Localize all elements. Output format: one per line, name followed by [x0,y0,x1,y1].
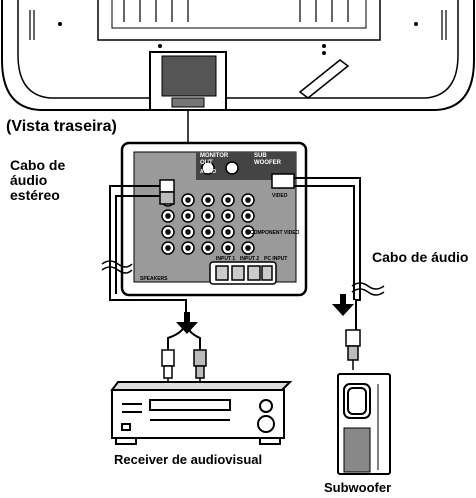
rca-jack-pin [165,213,171,219]
rca-jack-pin [205,229,211,235]
rca-jack-pin [165,245,171,251]
speaker-terminals [209,261,277,285]
subwoofer-plug-bottom [345,329,361,370]
rca-jack-pin [245,245,251,251]
rca-jack-pin [205,245,211,251]
rca-jack-pin [225,245,231,251]
sub-woofer-line2: WOOFER [254,160,281,166]
monitor-out-line1: MONITOR [200,153,229,159]
monitor-out-line2: OUT [200,160,213,166]
sub-woofer-label: SUB WOOFER [254,153,281,167]
stereo-plugs-bottom [161,349,207,386]
rca-jack-pin [225,229,231,235]
audio-port-label: AUDIO [200,169,217,175]
sub-woofer-line1: SUB [254,153,267,159]
receiver-label: Receiver de audiovisual [114,452,263,467]
subwoofer-cable [294,177,361,330]
subwoofer-plug-top [271,173,295,189]
rca-jack-pin [225,197,231,203]
rca-jack-pin [205,213,211,219]
pc-input-label: PC INPUT [264,256,288,262]
rca-jack-pin [185,245,191,251]
rca-jack-pin [245,213,251,219]
cable-break-marks [101,260,385,296]
stereo-plugs-top [159,179,175,205]
stereo-cable-label: Cabo de áudio estéreo [10,158,65,203]
input2-label: INPUT 2 [240,256,260,262]
input1-label: INPUT 1 [216,256,236,262]
rca-jack-pin [165,229,171,235]
subwoofer-speaker [337,373,391,475]
video-port-label: VIDEO [272,193,288,199]
rca-jack-pin [185,197,191,203]
output-jack [201,161,215,175]
rca-jack-pin [205,197,211,203]
rca-jack-pin [245,229,251,235]
rear-view-label: (Vista traseira) [6,118,117,135]
audio-cable-label: Cabo de áudio [372,249,469,265]
tv-handle [298,59,350,99]
tv-rear-outline [0,0,475,111]
subwoofer-label: Subwoofer [324,480,392,495]
tv-terminal-panel [149,51,227,111]
down-arrows [176,294,354,334]
rca-jack-pin [185,229,191,235]
tv-vents [29,0,447,40]
stereo-cable-label-line2: áudio [10,172,48,188]
stereo-cable-label-line3: estéreo [10,187,60,203]
output-jack [225,161,239,175]
rca-jack-pin [225,213,231,219]
rca-jack-pin [245,197,251,203]
stereo-cable-label-line1: Cabo de [10,157,66,173]
rca-jack-pin [185,213,191,219]
av-receiver [110,381,293,445]
speakers-label: SPEAKERS [140,276,168,282]
component-video-label: COMPONENT VIDEO [250,230,300,236]
monitor-out-label: MONITOR OUT [200,153,228,167]
